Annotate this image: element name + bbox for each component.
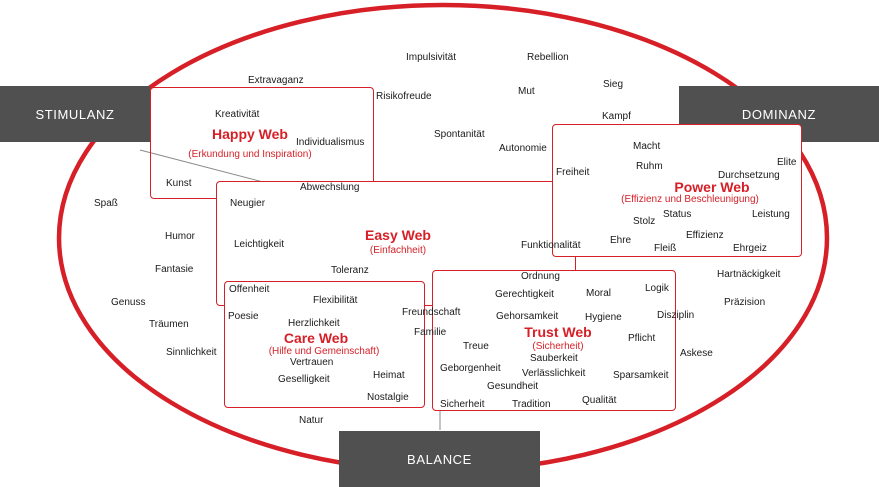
word-macht: Macht [633,141,661,152]
word-sinnlichkeit: Sinnlichkeit [166,347,217,358]
word-gehorsamkeit: Gehorsamkeit [496,311,559,322]
word-ehrgeiz: Ehrgeiz [733,243,767,254]
word-risikofreude: Risikofreude [376,91,432,102]
word-tradition: Tradition [512,399,551,410]
trust-web-box [432,270,676,411]
word-flexibilitaet: Flexibilität [313,295,358,306]
word-individualismus: Individualismus [296,137,365,148]
word-abwechslung: Abwechslung [300,182,360,193]
trust-web-title: Trust Web [524,324,592,340]
easy-web-title: Easy Web [365,227,431,243]
word-freiheit: Freiheit [556,167,590,178]
word-vertrauen: Vertrauen [290,357,334,368]
word-sauberkeit: Sauberkeit [530,353,578,364]
word-traeumen: Träumen [149,319,189,330]
care-web-subtitle: (Hilfe und Gemeinschaft) [268,346,380,357]
happy-web-title: Happy Web [212,126,288,142]
word-logik: Logik [645,283,669,294]
word-kunst: Kunst [166,178,192,189]
balance-label: BALANCE [339,431,540,487]
word-spontanitaet: Spontanität [434,129,485,140]
word-geselligkeit: Geselligkeit [278,374,330,385]
word-nostalgie: Nostalgie [367,392,409,403]
word-hartnaeckigkeit: Hartnäckigkeit [717,269,781,280]
word-askese: Askese [680,348,713,359]
word-poesie: Poesie [228,311,259,322]
easy-web-subtitle: (Einfachheit) [369,245,427,256]
word-autonomie: Autonomie [499,143,547,154]
word-heimat: Heimat [373,370,405,381]
word-leichtigkeit: Leichtigkeit [234,239,285,250]
word-sparsamkeit: Sparsamkeit [613,370,669,381]
word-sicherheit: Sicherheit [440,399,485,410]
happy-web-subtitle: (Erkundung und Inspiration) [188,149,312,160]
word-offenheit: Offenheit [229,284,270,295]
word-geborgenheit: Geborgenheit [440,363,501,374]
word-toleranz: Toleranz [331,265,369,276]
word-ehre: Ehre [610,235,632,246]
word-leistung: Leistung [752,209,790,220]
word-verlaesslichkeit: Verlässlichkeit [522,368,586,379]
word-pflicht: Pflicht [628,333,656,344]
word-kampf: Kampf [602,111,631,122]
power-web-box [552,124,802,257]
word-impulsivitaet: Impulsivität [406,52,457,63]
word-elite: Elite [777,157,797,168]
care-web-title: Care Web [283,330,349,346]
power-web-subtitle: (Effizienz und Beschleunigung) [621,194,759,205]
word-gesundheit: Gesundheit [487,381,539,392]
word-treue: Treue [463,341,489,352]
stimulanz-label: STIMULANZ [0,86,150,142]
word-genuss: Genuss [111,297,146,308]
word-funktionalitaet: Funktionalität [521,240,581,251]
word-status: Status [663,209,692,220]
word-praezision: Präzision [724,297,766,308]
word-neugier: Neugier [230,198,266,209]
word-kreativitaet: Kreativität [215,109,260,120]
word-spass: Spaß [94,198,118,209]
word-durchsetzung: Durchsetzung [718,170,780,181]
word-gerechtigkeit: Gerechtigkeit [495,289,554,300]
word-ruhm: Ruhm [636,161,663,172]
word-natur: Natur [299,415,324,426]
word-humor: Humor [165,231,196,242]
word-mut: Mut [518,86,535,97]
word-extravaganz: Extravaganz [248,75,304,86]
trust-web-subtitle: (Sicherheit) [532,341,584,352]
word-qualitaet: Qualität [582,395,617,406]
word-familie: Familie [414,327,447,338]
word-moral: Moral [586,288,612,299]
word-effizienz: Effizienz [686,230,724,241]
word-sieg: Sieg [603,79,624,90]
word-herzlichkeit: Herzlichkeit [288,318,340,329]
word-hygiene: Hygiene [585,312,622,323]
word-stolz: Stolz [633,216,656,227]
word-rebellion: Rebellion [527,52,569,63]
care-web-box [224,281,425,408]
word-fantasie: Fantasie [155,264,194,275]
power-web-title: Power Web [674,179,750,195]
word-freundschaft: Freundschaft [402,307,461,318]
word-ordnung: Ordnung [521,271,560,282]
word-disziplin: Disziplin [657,310,695,321]
word-fleiss: Fleiß [654,243,677,254]
